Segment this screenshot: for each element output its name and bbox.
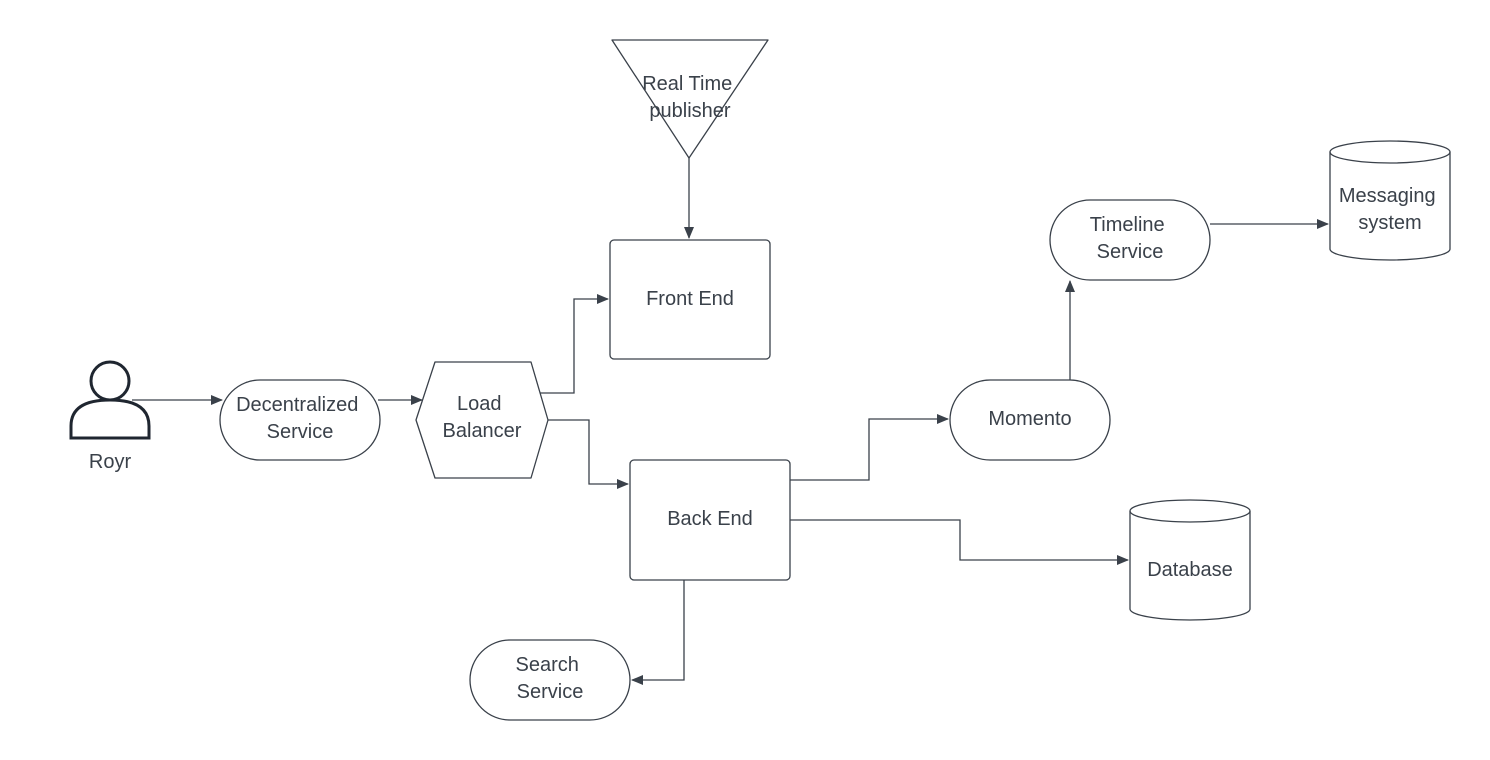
search-service-node[interactable]: Search Service	[469, 639, 631, 721]
database-node[interactable]: Database	[1129, 499, 1251, 621]
real-time-publisher-label-line1: Real Time	[642, 73, 732, 95]
database-label: Database	[1147, 559, 1233, 581]
momento-label: Momento	[988, 408, 1071, 430]
svg-text:Timeline Service: Timeline Service	[1090, 214, 1170, 263]
svg-text:Messaging system: Messaging system	[1339, 185, 1441, 234]
svg-text:Search Service: Search Service	[516, 654, 585, 703]
front-end-label: Front End	[646, 288, 734, 310]
person-icon	[69, 360, 151, 440]
timeline-service-node[interactable]: Timeline Service	[1049, 199, 1211, 281]
messaging-system-label-line2: system	[1358, 212, 1421, 234]
svg-text:Load Balancer: Load Balancer	[443, 393, 522, 442]
timeline-service-label-line2: Service	[1097, 241, 1164, 263]
load-balancer-label-line1: Load	[457, 393, 502, 415]
edge-load-balancer-to-front-end	[538, 294, 609, 394]
messaging-system-label-line1: Messaging	[1339, 185, 1436, 207]
momento-node[interactable]: Momento	[949, 379, 1111, 461]
edge-back-end-to-database	[790, 519, 1129, 565]
user-actor[interactable]: Royr	[69, 360, 151, 473]
decentralized-service-node[interactable]: Decentralized Service	[219, 379, 381, 461]
search-service-shape	[469, 639, 631, 721]
load-balancer-shape	[415, 361, 549, 479]
real-time-publisher-shape	[611, 39, 769, 159]
real-time-publisher-node[interactable]: Real Time publisher	[611, 39, 769, 159]
momento-shape	[949, 379, 1111, 461]
decentralized-service-label-line1: Decentralized	[236, 394, 358, 416]
edge-back-end-to-search-service	[631, 580, 685, 685]
user-label: Royr	[89, 451, 132, 473]
load-balancer-label-line2: Balancer	[443, 420, 522, 442]
back-end-node[interactable]: Back End	[629, 459, 791, 581]
database-shape	[1129, 499, 1251, 621]
front-end-node[interactable]: Front End	[609, 239, 771, 360]
svg-text:Decentralized Service: Decentralized Service	[236, 394, 364, 443]
front-end-shape	[609, 239, 771, 360]
decentralized-service-label-line2: Service	[267, 421, 334, 443]
timeline-service-shape	[1049, 199, 1211, 281]
decentralized-service-shape	[219, 379, 381, 461]
svg-text:Real Time publisher: Real Time publisher	[642, 73, 738, 122]
search-service-label-line1: Search	[516, 654, 579, 676]
search-service-label-line2: Service	[517, 681, 584, 703]
messaging-system-node[interactable]: Messaging system	[1329, 140, 1451, 261]
back-end-shape	[629, 459, 791, 581]
back-end-label: Back End	[667, 508, 753, 530]
load-balancer-node[interactable]: Load Balancer	[415, 361, 549, 479]
edge-load-balancer-to-back-end	[548, 419, 629, 489]
timeline-service-label-line1: Timeline	[1090, 214, 1165, 236]
real-time-publisher-label-line2: publisher	[649, 100, 731, 122]
messaging-system-top-rim	[1329, 151, 1451, 164]
connectors	[132, 158, 1329, 685]
edge-back-end-to-momento	[790, 414, 949, 481]
messaging-system-shape	[1329, 140, 1451, 261]
database-top-rim	[1129, 510, 1251, 523]
